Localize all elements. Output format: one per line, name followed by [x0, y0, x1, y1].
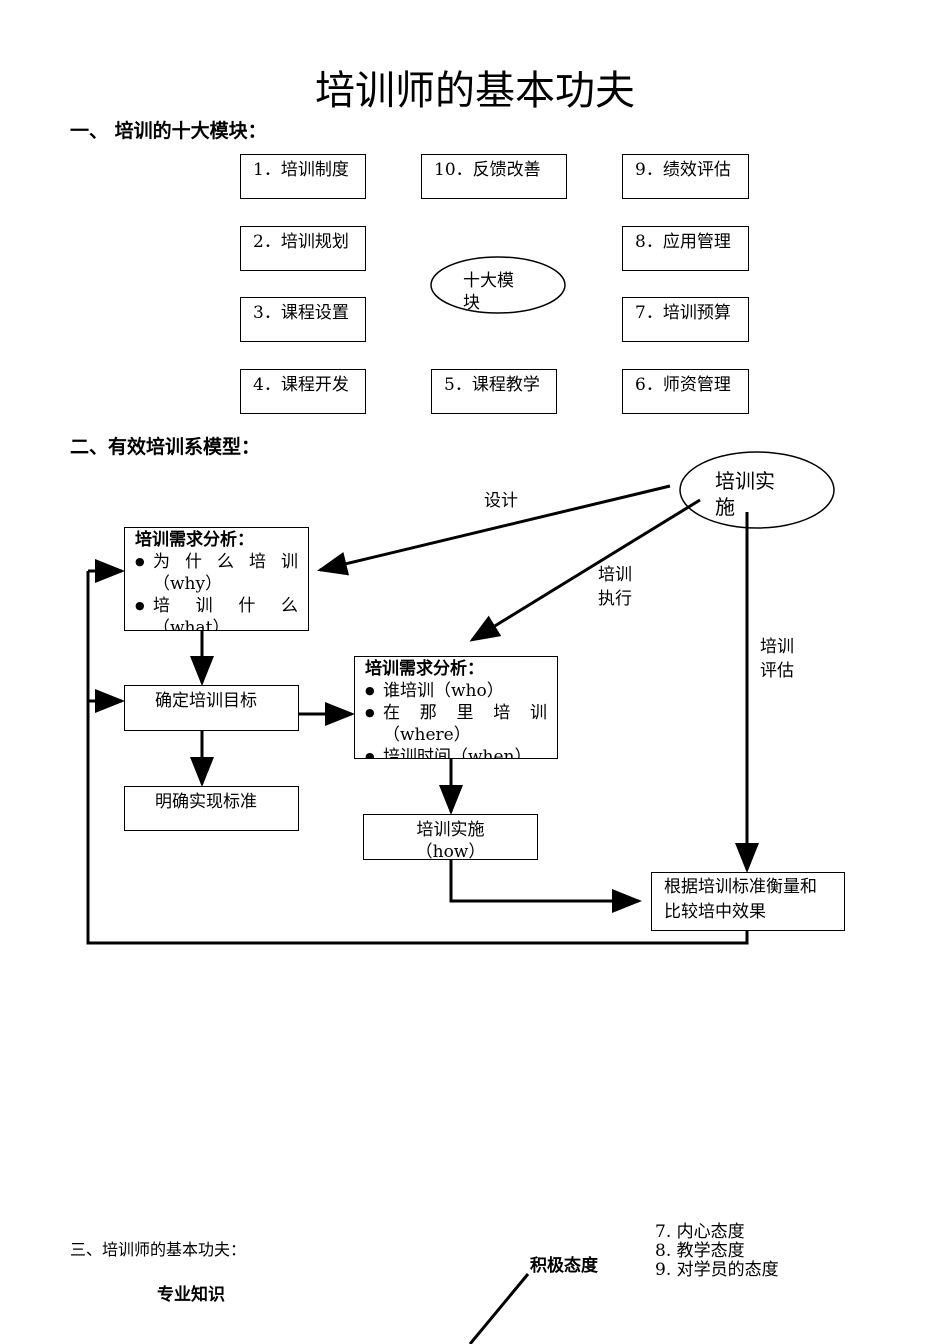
arrow-design — [317, 484, 671, 576]
center-ellipse — [430, 256, 566, 314]
list-item: 培训什么（what） — [135, 595, 298, 630]
section1-heading: 一、 培训的十大模块： — [70, 120, 267, 142]
list-item: 在那里培训（where） — [365, 702, 547, 746]
implementation-box: 培训实施（how） — [363, 814, 538, 860]
list-item: 为什么培训（why） — [135, 551, 298, 595]
top-node-ellipse — [679, 451, 835, 529]
arrow-execute — [469, 498, 701, 642]
module-6: 6．师资管理 — [622, 369, 749, 414]
set-goal-box: 确定培训目标 — [124, 685, 299, 731]
module-10: 10．反馈改善 — [421, 154, 567, 199]
node-knowledge: 专业知识 — [157, 1285, 225, 1305]
center-label: 十大模块 — [463, 271, 514, 313]
attitude-list: 7. 内心态度 8. 教学态度 9. 对学员的态度 — [655, 1223, 779, 1280]
page-title: 培训师的基本功夫 — [315, 68, 635, 114]
needs-analysis-box-2: 培训需求分析： 谁培训（who） 在那里培训（where） 培训时间（when） — [354, 656, 558, 759]
box-title: 培训需求分析： — [365, 659, 484, 679]
attitude-item: 8. 教学态度 — [655, 1241, 745, 1261]
module-3: 3．课程设置 — [240, 297, 366, 342]
section2-heading: 二、有效培训系模型： — [70, 436, 261, 458]
label-execute: 培训执行 — [598, 565, 632, 609]
needs-analysis-box-1: 培训需求分析： 为什么培训（why） 培训什么（what） — [124, 527, 309, 631]
module-7: 7．培训预算 — [622, 297, 749, 342]
top-node-label: 培训实施 — [715, 469, 775, 519]
evaluation-box: 根据培训标准衡量和比较培中效果 — [651, 872, 845, 931]
feedback-loop — [86, 571, 749, 945]
module-9: 9．绩效评估 — [622, 154, 749, 199]
attitude-item: 9. 对学员的态度 — [655, 1260, 779, 1280]
list-item: 培训时间（when） — [365, 746, 547, 758]
box-title: 培训需求分析： — [135, 530, 254, 550]
module-4: 4．课程开发 — [240, 369, 366, 414]
label-evaluate: 培训评估 — [760, 637, 794, 681]
section3-heading: 三、培训师的基本功夫： — [70, 1240, 247, 1259]
label-design: 设计 — [484, 491, 518, 511]
module-1: 1．培训制度 — [240, 154, 366, 199]
standard-box: 明确实现标准 — [124, 786, 299, 831]
attitude-line — [468, 1273, 530, 1344]
arrow-e-f — [449, 859, 642, 913]
node-attitude: 积极态度 — [530, 1256, 598, 1276]
module-2: 2．培训规划 — [240, 226, 366, 271]
list-item: 谁培训（who） — [365, 680, 547, 702]
attitude-item: 7. 内心态度 — [655, 1222, 745, 1242]
module-8: 8．应用管理 — [622, 226, 749, 271]
module-5: 5．课程教学 — [431, 369, 557, 414]
